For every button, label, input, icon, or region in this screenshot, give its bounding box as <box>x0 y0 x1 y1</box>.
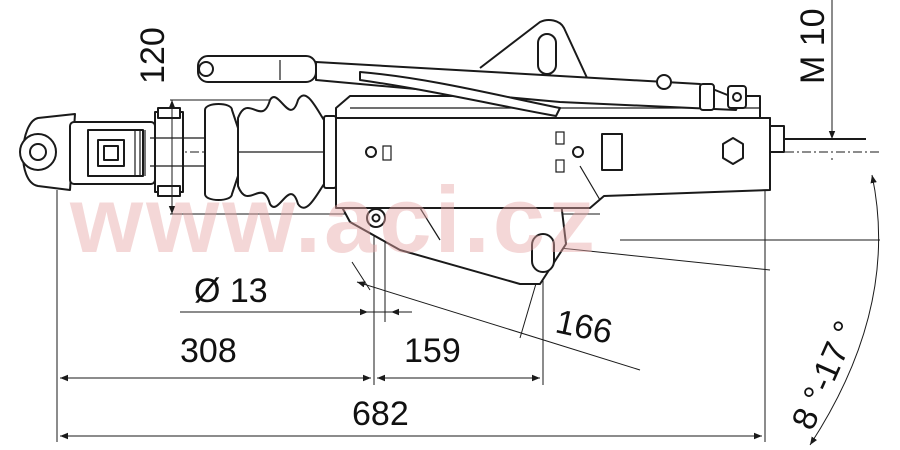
dimension-diameter-13: Ø 13 <box>194 272 268 310</box>
dimension-159: 159 <box>404 332 461 370</box>
frame-body <box>335 19 866 285</box>
dimension-120: 120 <box>134 27 172 84</box>
dimension-308: 308 <box>180 332 237 370</box>
dimension-682: 682 <box>352 395 409 433</box>
bellows <box>204 94 337 209</box>
dimension-m10: M 10 <box>794 8 832 84</box>
dimension-angle: 8 °-17 ° <box>785 316 866 436</box>
dimension-166: 166 <box>552 303 615 352</box>
coupling-head <box>19 107 230 197</box>
handbrake-lever <box>197 55 747 117</box>
dimension-lines <box>60 0 880 446</box>
watermark: www.aci.cz <box>69 167 598 272</box>
